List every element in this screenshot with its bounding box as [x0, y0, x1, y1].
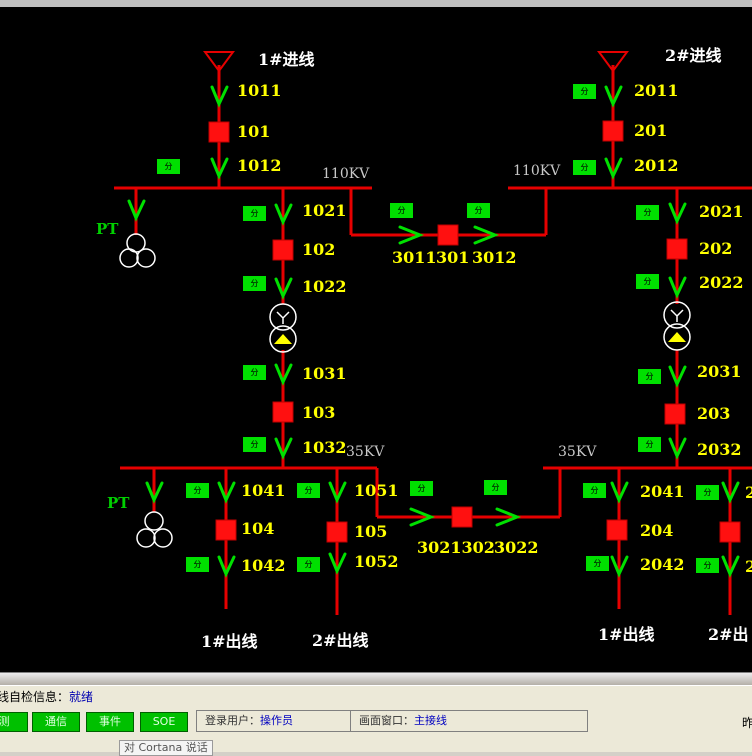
status-badge[interactable]: 分 — [586, 556, 609, 571]
status-badge[interactable]: 分 — [243, 437, 266, 452]
status-badge[interactable]: 分 — [243, 365, 266, 380]
incoming-line-1-label: 1#进线 — [258, 50, 315, 69]
device-label: 2 — [745, 557, 752, 576]
device-label: 3021302 — [417, 538, 495, 557]
device-label: 2022 — [699, 273, 744, 292]
bottom-panel: 测 通信 事件 SOE 登录用户：操作员 画面窗口：主接线 昨 — [0, 708, 752, 752]
outgoing-line-2-right-label: 2#出 — [708, 625, 749, 644]
screen-window-label: 画面窗口： — [359, 714, 414, 727]
device-label: 2031 — [697, 362, 742, 381]
status-label: 线自检信息： — [0, 690, 70, 704]
soe-button[interactable]: SOE — [140, 712, 188, 732]
status-badge[interactable]: 分 — [186, 557, 209, 572]
device-label: 1021 — [302, 201, 347, 220]
measure-button[interactable]: 测 — [0, 712, 28, 732]
status-badge[interactable]: 分 — [410, 481, 433, 496]
bus-110kv-right-label: 110KV — [513, 163, 561, 179]
bus-35kv-left-label: 35KV — [346, 444, 385, 460]
wiring-layer — [114, 51, 752, 615]
status-badge[interactable]: 分 — [638, 369, 661, 384]
status-badge[interactable]: 分 — [573, 84, 596, 99]
device-label: 102 — [302, 240, 336, 259]
device-label: 1051 — [354, 481, 399, 500]
device-label: 2011 — [634, 81, 679, 100]
device-label: 1012 — [237, 156, 282, 175]
status-badge[interactable]: 分 — [297, 557, 320, 572]
status-badge[interactable]: 分 — [157, 159, 180, 174]
device-label: 105 — [354, 522, 388, 541]
device-label: 1022 — [302, 277, 347, 296]
bus-110kv-left-label: 110KV — [322, 166, 370, 182]
outgoing-line-2-label: 2#出线 — [312, 631, 369, 650]
device-label: 204 — [640, 521, 674, 540]
device-label: 103 — [302, 403, 336, 422]
login-user-field: 登录用户：操作员 — [196, 710, 356, 732]
device-label: 301 — [436, 248, 470, 267]
edge-char: 昨 — [742, 716, 752, 730]
status-badge[interactable]: 分 — [573, 160, 596, 175]
splitter-bar[interactable] — [0, 672, 752, 685]
screen-window-field: 画面窗口：主接线 — [350, 710, 588, 732]
device-label: 2032 — [697, 440, 742, 459]
status-badge[interactable]: 分 — [636, 274, 659, 289]
outgoing-line-1-right-label: 1#出线 — [598, 625, 655, 644]
status-badge[interactable]: 分 — [243, 276, 266, 291]
status-badge[interactable]: 分 — [186, 483, 209, 498]
status-badge[interactable]: 分 — [390, 203, 413, 218]
device-label: 3012 — [472, 248, 517, 267]
device-label: 201 — [634, 121, 668, 140]
device-label: 3011 — [392, 248, 437, 267]
status-badge[interactable]: 分 — [696, 485, 719, 500]
device-label: 2041 — [640, 482, 685, 501]
status-badge[interactable]: 分 — [636, 205, 659, 220]
device-label: 2042 — [640, 555, 685, 574]
pt-lower-label: PT — [107, 494, 130, 512]
device-label: 2 — [745, 483, 752, 502]
status-badge[interactable]: 分 — [484, 480, 507, 495]
pt-upper-label: PT — [96, 220, 119, 238]
event-button[interactable]: 事件 — [86, 712, 134, 732]
incoming-line-2-label: 2#进线 — [665, 46, 722, 65]
status-badge[interactable]: 分 — [696, 558, 719, 573]
status-badge[interactable]: 分 — [297, 483, 320, 498]
login-user-value: 操作员 — [260, 714, 293, 727]
device-label: 1032 — [302, 438, 347, 457]
device-label: 1042 — [241, 556, 286, 575]
login-user-label: 登录用户： — [205, 714, 260, 727]
single-line-diagram: 分 分 分 分 分 分 分 分 分 分 分 分 分 分 分 分 分 分 分 分 … — [0, 7, 752, 672]
device-label: 1052 — [354, 552, 399, 571]
status-bar: 线自检信息：就绪 — [0, 685, 752, 709]
device-label: 1041 — [241, 481, 286, 500]
bus-35kv-right-label: 35KV — [558, 444, 597, 460]
device-label: 2012 — [634, 156, 679, 175]
device-label: 1031 — [302, 364, 347, 383]
device-label: 203 — [697, 404, 731, 423]
device-label: 202 — [699, 239, 733, 258]
device-label: 2021 — [699, 202, 744, 221]
communication-button[interactable]: 通信 — [32, 712, 80, 732]
device-label: 1011 — [237, 81, 282, 100]
device-label: 3022 — [494, 538, 539, 557]
device-label: 104 — [241, 519, 275, 538]
status-badge[interactable]: 分 — [467, 203, 490, 218]
status-badge[interactable]: 分 — [583, 483, 606, 498]
outgoing-line-1-label: 1#出线 — [201, 632, 258, 651]
status-badge[interactable]: 分 — [243, 206, 266, 221]
device-label: 101 — [237, 122, 271, 141]
cortana-tooltip[interactable]: 对 Cortana 说话 — [119, 740, 213, 756]
status-value: 就绪 — [69, 690, 94, 704]
status-badge[interactable]: 分 — [638, 437, 661, 452]
screen-window-value: 主接线 — [414, 714, 447, 727]
